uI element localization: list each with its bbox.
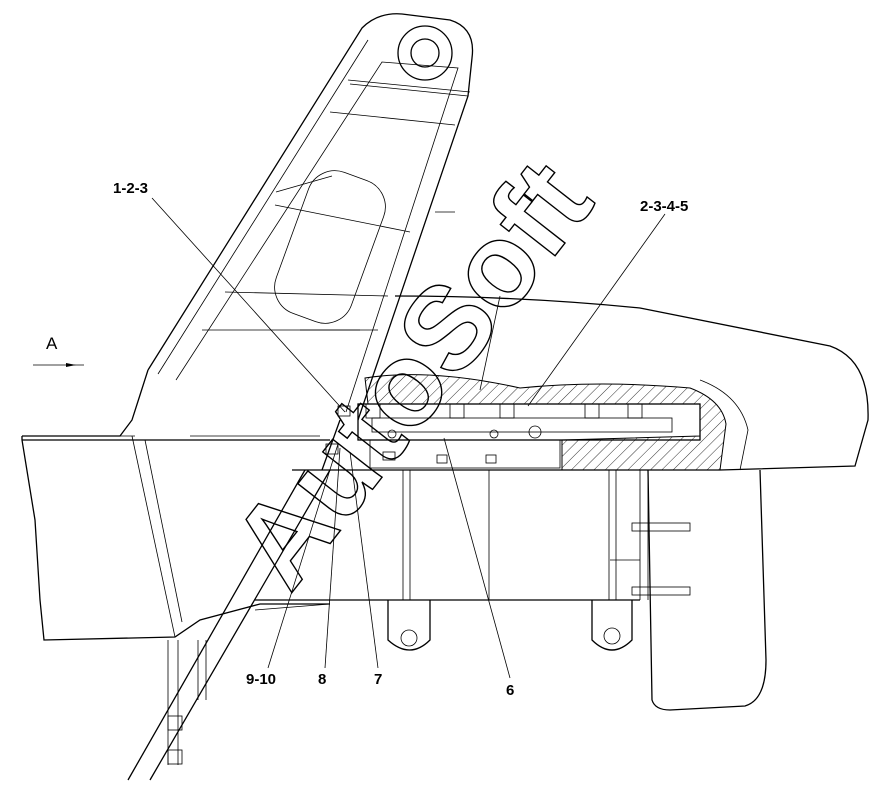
left-body <box>21 369 330 641</box>
view-a-marker <box>33 363 84 367</box>
callout-2-3-4-5: 2-3-4-5 <box>640 198 688 215</box>
lower-frame <box>255 469 767 711</box>
leader-lines <box>151 197 666 679</box>
diagonal-strut <box>127 469 331 781</box>
hatched-section <box>364 374 727 471</box>
callout-1-2-3: 1-2-3 <box>113 180 148 197</box>
hinge-detail <box>321 405 351 471</box>
callout-6: 6 <box>506 682 514 699</box>
view-a-label: A <box>46 334 58 353</box>
callout-8: 8 <box>318 671 326 688</box>
right-cover <box>394 295 869 471</box>
watermark-text: AutoSoft <box>206 137 617 611</box>
callout-9-10: 9-10 <box>246 671 276 688</box>
callout-7: 7 <box>374 671 382 688</box>
boom-arm <box>147 13 474 421</box>
